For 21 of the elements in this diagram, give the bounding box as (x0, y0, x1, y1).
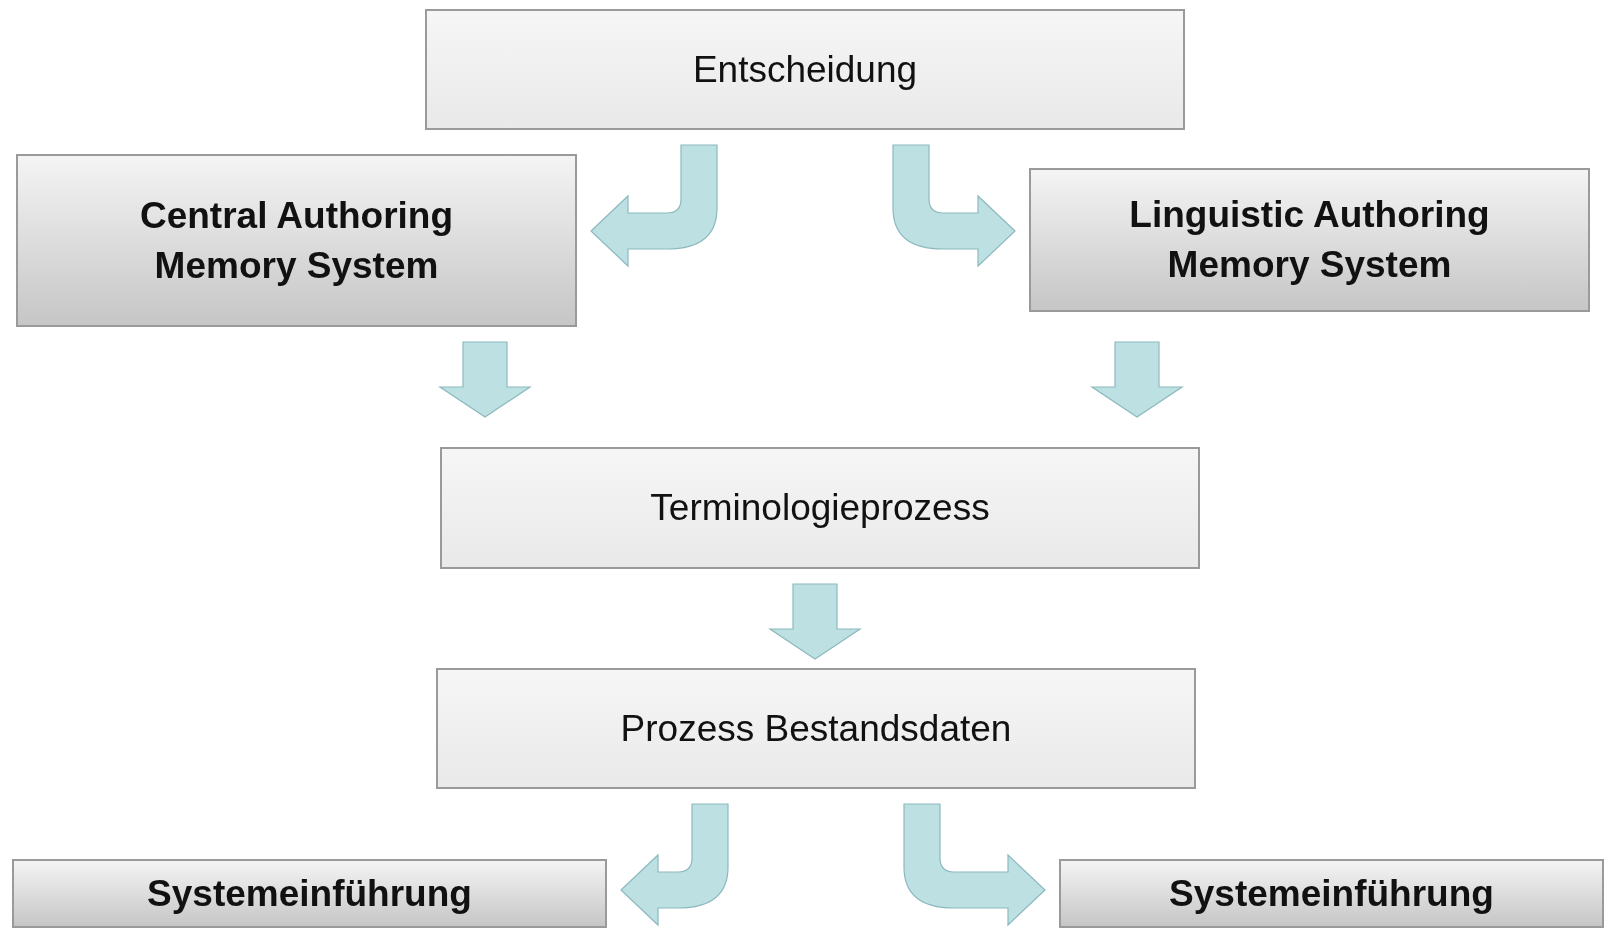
block-arrow (892, 144, 1016, 267)
block-arrow (903, 803, 1046, 926)
process-box (16, 154, 577, 327)
box-label: Central Authoring Memory System (138, 193, 455, 288)
block-arrow (620, 803, 729, 926)
process-box (1029, 168, 1590, 312)
process-box (12, 859, 607, 928)
block-arrow (590, 144, 718, 267)
box-label: Linguistic Authoring Memory System (1128, 193, 1491, 287)
box-label: Prozess Bestandsdaten (619, 706, 1013, 751)
box-label: Terminologieprozess (649, 486, 991, 531)
process-box (425, 9, 1185, 130)
box-label: Systemeinführung (1168, 872, 1495, 916)
box-label: Systemeinführung (146, 872, 473, 916)
block-arrow (768, 583, 862, 660)
box-label: Entscheidung (691, 47, 919, 92)
process-box (440, 447, 1200, 569)
process-box (1059, 859, 1604, 928)
block-arrow (1090, 341, 1184, 418)
process-box (436, 668, 1196, 789)
block-arrow (438, 341, 532, 418)
